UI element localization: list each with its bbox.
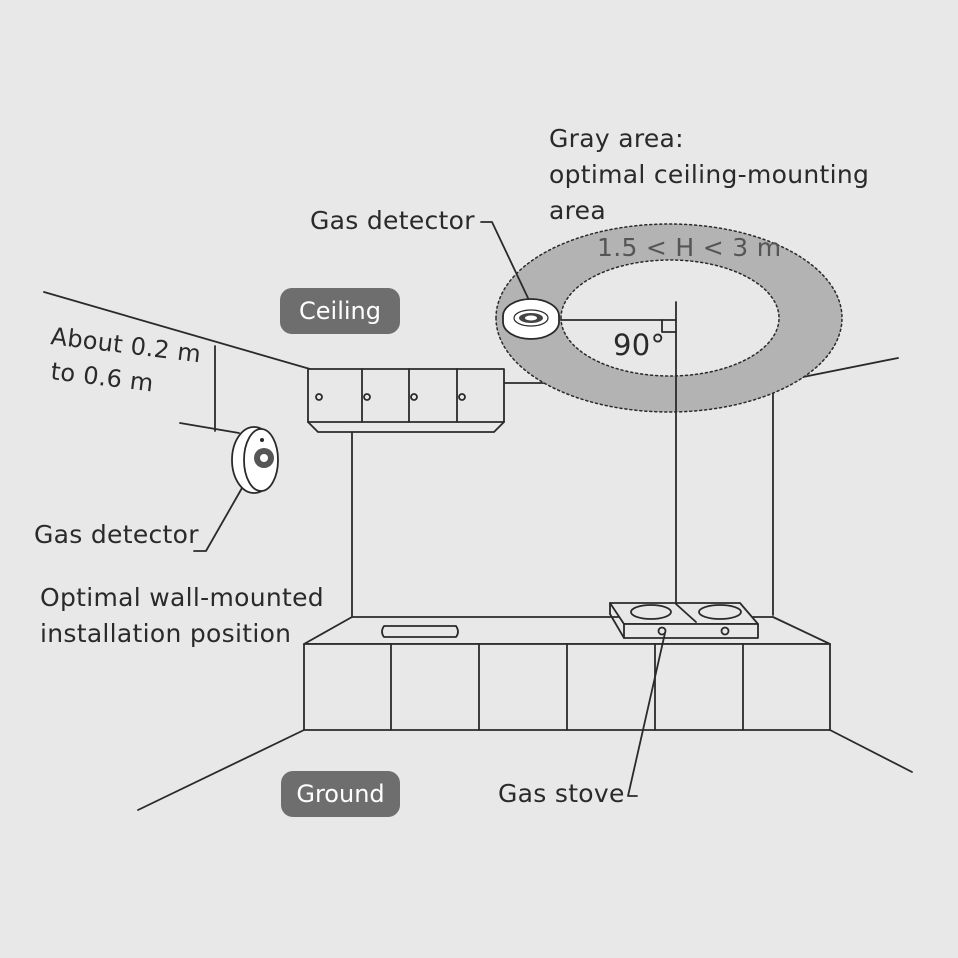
right-floor-edge: [829, 729, 913, 773]
ceiling-gas-detector: [502, 298, 560, 340]
gray-area-description-end: area: [549, 196, 606, 225]
ceiling-detector-leader: [480, 221, 529, 299]
wall-position-label-cont: installation position: [40, 619, 292, 648]
ceiling-detector-label: Gas detector: [310, 206, 475, 235]
wall-detector-leader: [193, 487, 243, 552]
height-range-label: 1.5 < H < 3 m: [597, 233, 782, 262]
left-ceiling-edge: [43, 291, 311, 370]
wall-gas-detector: [231, 426, 279, 494]
wall-detector-label: Gas detector: [34, 520, 199, 549]
left-floor-edge: [137, 729, 305, 811]
ceiling-badge: Ceiling: [280, 288, 400, 334]
gas-stove-label: Gas stove: [498, 779, 625, 808]
ground-badge: Ground: [281, 771, 400, 817]
gray-area-title: Gray area:: [549, 124, 684, 153]
gray-area-description: optimal ceiling-mounting: [549, 160, 870, 189]
optimal-ceiling-ring: [495, 223, 843, 413]
wall-position-label: Optimal wall-mounted: [40, 583, 324, 612]
sink: [381, 625, 459, 638]
stove-leader: [627, 632, 666, 797]
angle-label: 90°: [613, 328, 666, 362]
